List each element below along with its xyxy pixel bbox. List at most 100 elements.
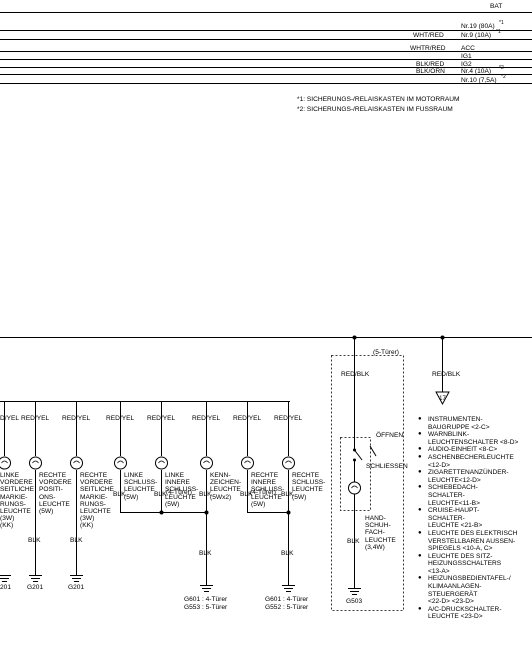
lamp-label-1: LINKE VORDERE SEITLICHE MARKIE- RUNGS- L… [0, 472, 35, 530]
fuse10-label: Nr.10 (7,5A) [461, 77, 497, 84]
lamp-filament-5 [158, 460, 165, 464]
fuse4-sup: *2 [499, 65, 504, 71]
feed-junction-right [440, 335, 445, 340]
fuse9-sup: *1 [496, 29, 501, 35]
four-door-label-b: (4-Türer) [250, 489, 277, 496]
ground-icon-g201a [29, 575, 42, 582]
four-door-label-a: (4-Türer) [166, 489, 193, 496]
switch-blade [354, 449, 363, 461]
ground-icon-g201b [70, 575, 83, 582]
blk-label-g: BLK [281, 491, 294, 498]
legend-item: AUDIO-EINHEIT <8-C> [418, 446, 532, 454]
whtr-red-label: WHTR/RED [410, 45, 446, 52]
blk-label-i: BLK [281, 550, 294, 557]
lamp-symbol-1 [0, 456, 11, 470]
switch-contact-bottom [353, 458, 356, 462]
legend-item: CRUISE-HAUPT- SCHALTER- LEUCHTE <21-B> [418, 507, 532, 530]
blk-label-e: BLK [199, 491, 212, 498]
fuse19-sup: *1 [499, 20, 504, 26]
ground-icon-g601a [200, 585, 213, 592]
lamp-label-2: RECHTE VORDERE POSITI- ONS- LEUCHTE (5W) [39, 472, 72, 516]
blk-orn-label: BLK/ORN [416, 68, 445, 75]
blk-label-c: BLK [113, 491, 126, 498]
wht-red-label: WHT/RED [413, 32, 444, 39]
legend-item: LEUCHTE DES SITZ- HEIZUNGSSCHALTERS <13-… [418, 553, 532, 576]
lamp-symbol-5 [155, 456, 168, 470]
lamp-filament-1 [1, 460, 8, 464]
connector-badge-label: 17 [439, 396, 446, 402]
glovebox-switch-box [340, 437, 371, 511]
switch-actuator [369, 445, 377, 457]
lamp-label-3: RECHTE VORDERE SEITLICHE MARKIE- RUNGS- … [80, 472, 115, 530]
blk-label-j: BLK [347, 538, 360, 545]
legend-item: ASCHENBECHERLEUCHTE <12-D> [418, 454, 532, 469]
wire-label-6: RED/YEL [192, 415, 221, 422]
wire-label-8: RED/YEL [274, 415, 303, 422]
fuse9-label: Nr.9 (10A) [461, 32, 492, 39]
legend-item: WARNBLINK- LEUCHTENSCHALTER <8-D> [418, 431, 532, 446]
ground-label-g503: G503 [346, 598, 363, 605]
ground-label-201: 201 [0, 584, 12, 591]
lamp-label-glovebox: HAND- SCHUH- FACH- LEUCHTE (3,4W) [365, 515, 396, 551]
lamp-symbol-8 [282, 456, 295, 470]
ground-label-g201b: G201 [68, 584, 85, 591]
lamp-label-5: LINKE INNERE SCHLUSS- LEUCHTE (5W) [165, 472, 199, 508]
legend-item: SCHIEBEDACH- SCHALTER- LEUCHTE<11-B> [418, 484, 532, 507]
right-wire-label: RED/BLK [432, 371, 461, 378]
ground-icon-g601b [282, 585, 295, 592]
switch-close-label: SCHLIESSEN [366, 463, 408, 470]
lamp-symbol-3 [70, 456, 83, 470]
blk-label-b: BLK [70, 537, 83, 544]
lamp-symbol-glovebox [348, 481, 361, 495]
wire-label-1: D/YEL [0, 415, 20, 422]
ig2-label: IG2 [461, 61, 472, 68]
fuse10-sup: *2 [501, 74, 506, 80]
five-door-label: (5-Türer) [373, 349, 400, 356]
lamp-label-8: RECHTE SCHLUSS- LEUCHTE (5W) [292, 472, 326, 501]
switch-contact-top [353, 448, 356, 452]
switch-open-label: ÖFFNEN [376, 432, 404, 439]
lamp-label-7: RECHTE INNERE SCHLUSS- LEUCHTE (5W) [251, 472, 285, 508]
fuse4-label: Nr.4 (10A) [461, 68, 492, 75]
blk-label-d: BLK [154, 491, 167, 498]
acc-label: ACC [461, 45, 475, 52]
lamp-filament-6 [203, 460, 210, 464]
ground-label-g601a: G601 : 4-Türer [184, 596, 228, 603]
lamp-filament-glovebox [351, 485, 358, 489]
legend-item: INSTRUMENTEN- BAUGRUPPE <2-C> [418, 416, 532, 431]
legend-item: HEIZUNGSBEDIENTAFEL-/ KLIMAANLAGEN- STEU… [418, 575, 532, 605]
lamp-label-6: KENN- ZEICHEN- LEUCHTE (5Wx2) [210, 472, 242, 501]
blk-label-f: BLK [240, 491, 253, 498]
lamp-filament-7 [244, 460, 251, 464]
ground-label-g201a: G201 [27, 584, 44, 591]
five-door-box [331, 355, 404, 611]
wire-label-5: RED/YEL [147, 415, 176, 422]
ground-junction-right [286, 510, 291, 515]
ig1-label: IG1 [461, 53, 472, 60]
legend-item: A/C-DRUCKSCHALTER- LEUCHTE <23-D> [418, 606, 532, 621]
connected-components-list: INSTRUMENTEN- BAUGRUPPE <2-C> WARNBLINK-… [418, 416, 532, 621]
feed-junction-glovebox [352, 335, 357, 340]
legend-item: LEUCHTE DES ELEKTRISCH VERSTELLBAREN AUS… [418, 530, 532, 553]
blk-red-label: BLK/RED [416, 61, 445, 68]
blk-label-a: BLK [28, 537, 41, 544]
note-1: *1: SICHERUNGS-/RELAISKASTEN IM MOTORRAU… [297, 96, 460, 103]
legend-item: ZIGARETTENANZÜNDER- LEUCHTE<12-D> [418, 469, 532, 484]
ground-icon-g503 [348, 588, 361, 595]
lamp-symbol-7 [241, 456, 254, 470]
blk-label-h: BLK [199, 550, 212, 557]
ground-junction-mid [204, 510, 209, 515]
connector-badge-icon: 17 [435, 391, 450, 406]
wire-label-7: RED/YEL [233, 415, 262, 422]
lamp-symbol-4 [114, 456, 127, 470]
lamp-filament-8 [285, 460, 292, 464]
lamp-filament-4 [117, 460, 124, 464]
wire-label-4: RED/YEL [106, 415, 135, 422]
ground-label-g553: G553 : 5-Türer [184, 604, 228, 611]
lamp-symbol-6 [200, 456, 213, 470]
lamp-symbol-2 [29, 456, 42, 470]
bat-label: BAT [490, 3, 503, 10]
lamp-filament-3 [73, 460, 80, 464]
